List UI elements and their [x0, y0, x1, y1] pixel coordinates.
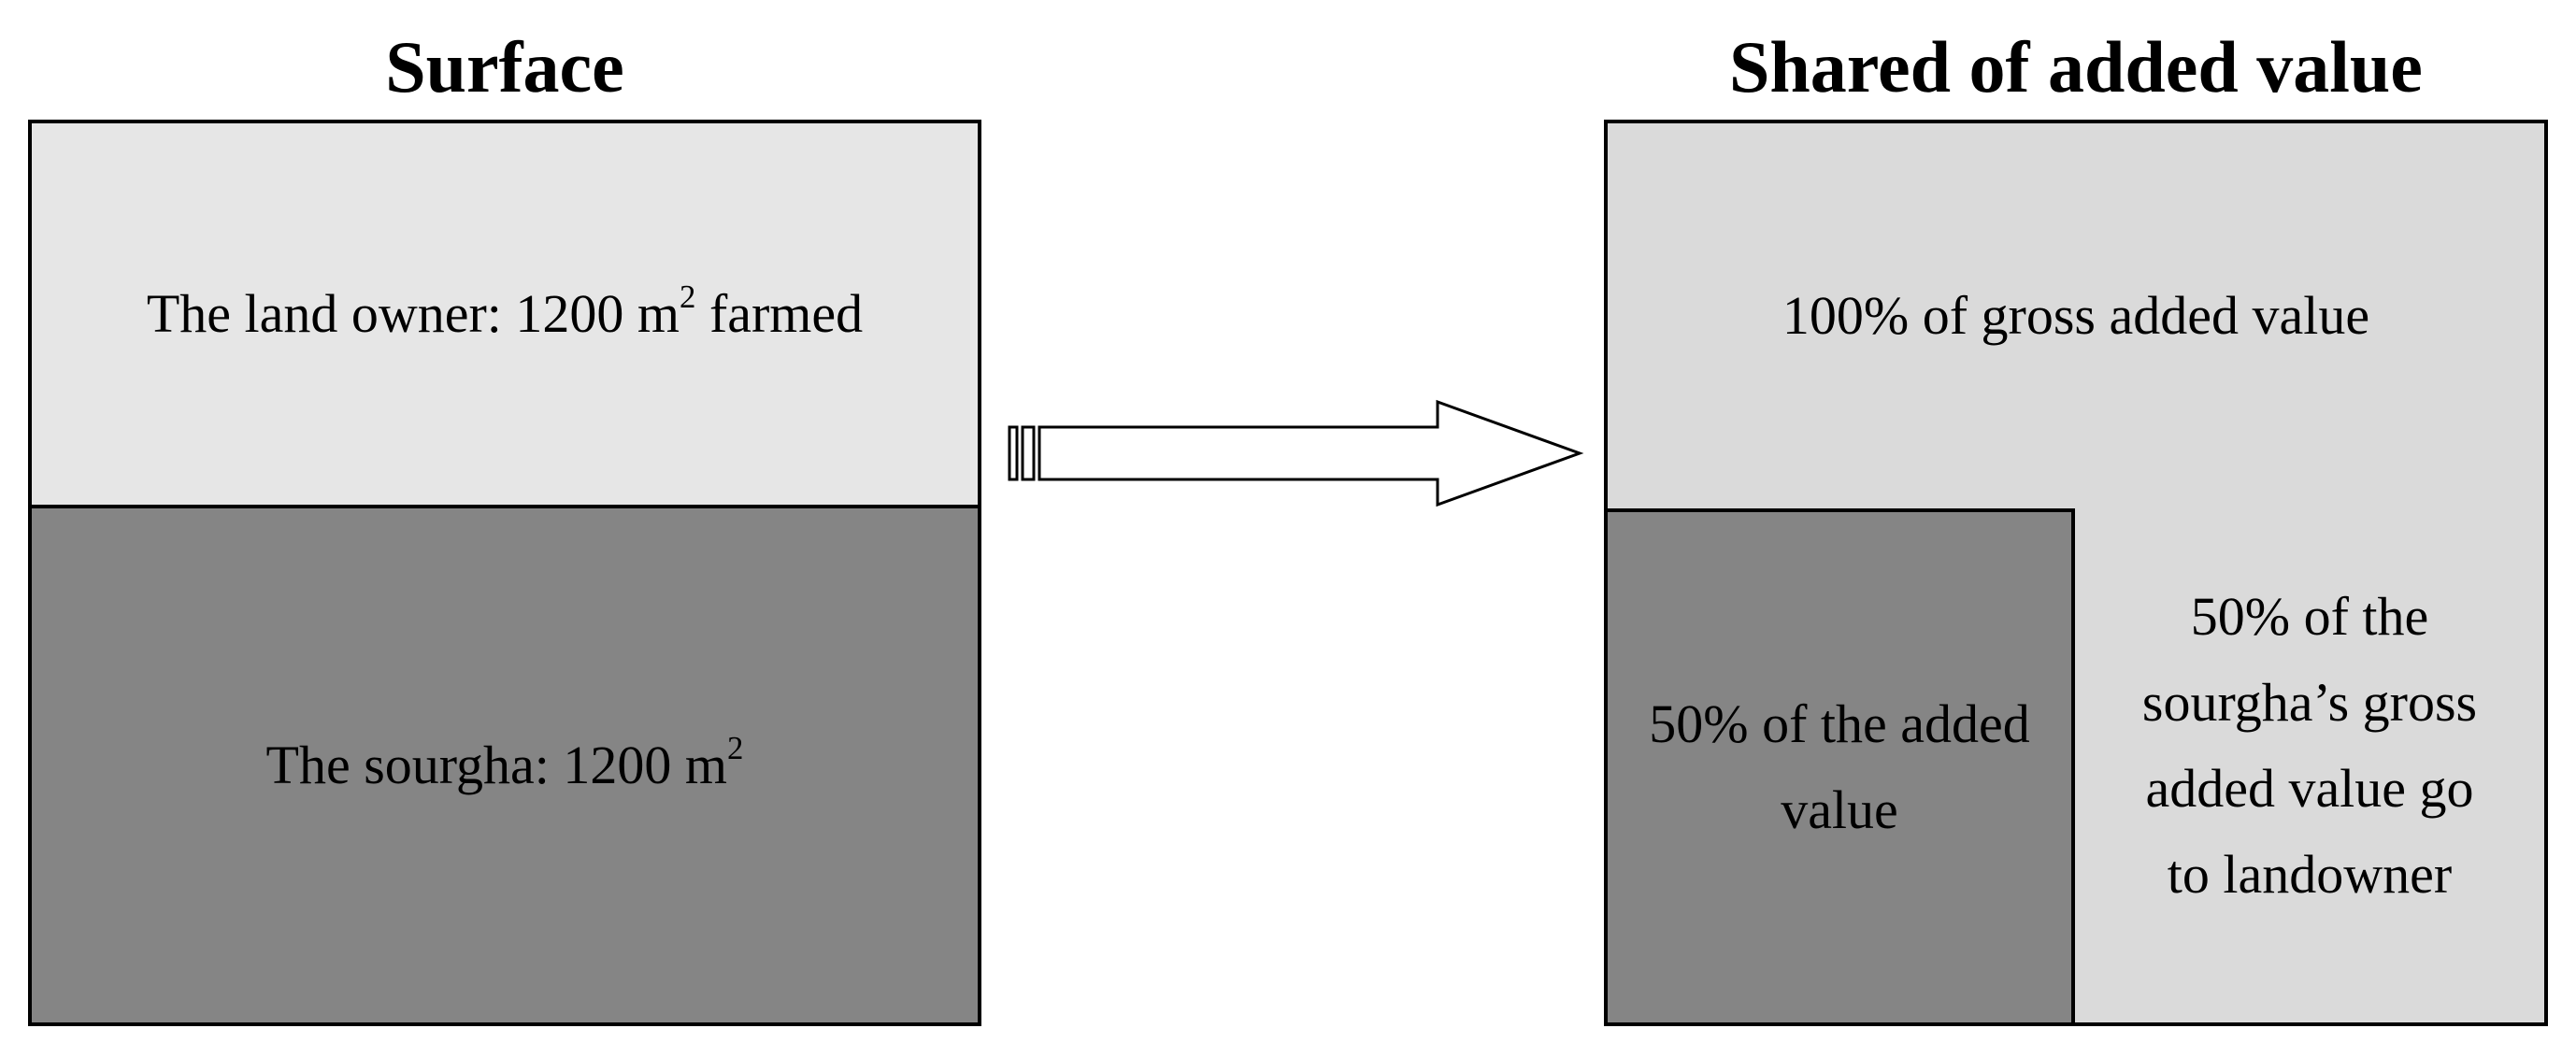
- value-share-box: 100% of gross added value 50% of the add…: [1604, 120, 2548, 1026]
- sourgha-area: The sourgha: 1200 m2: [32, 508, 978, 1022]
- landowner-share-label: 50% of the sourgha’s gross added value g…: [2141, 586, 2478, 905]
- gross-added-value-label: 100% of gross added value: [1782, 285, 2370, 346]
- right-arrow-icon: [1008, 399, 1584, 507]
- sourgha-area-label: The sourgha: 1200 m2: [266, 722, 744, 808]
- landowner-area-suffix: farmed: [695, 283, 864, 344]
- landowner-area-label: The land owner: 1200 m2 farmed: [147, 271, 863, 357]
- landowner-share-area: 50% of the sourgha’s gross added value g…: [2075, 508, 2544, 1022]
- surface-title: Surface: [385, 26, 624, 107]
- landowner-area-unit-exponent: 2: [680, 278, 696, 315]
- value-share-title: Shared of added value: [1729, 26, 2423, 107]
- sourgha-area-text: The sourgha: 1200 m: [265, 735, 728, 795]
- half-added-value-label: 50% of the added value: [1649, 693, 2030, 840]
- landowner-area-text: The land owner: 1200 m: [146, 283, 680, 344]
- half-added-value-area: 50% of the added value: [1608, 508, 2075, 1022]
- surface-box: The land owner: 1200 m2 farmed The sourg…: [28, 120, 981, 1026]
- landowner-area: The land owner: 1200 m2 farmed: [32, 123, 978, 508]
- sourgha-area-unit-exponent: 2: [727, 729, 744, 766]
